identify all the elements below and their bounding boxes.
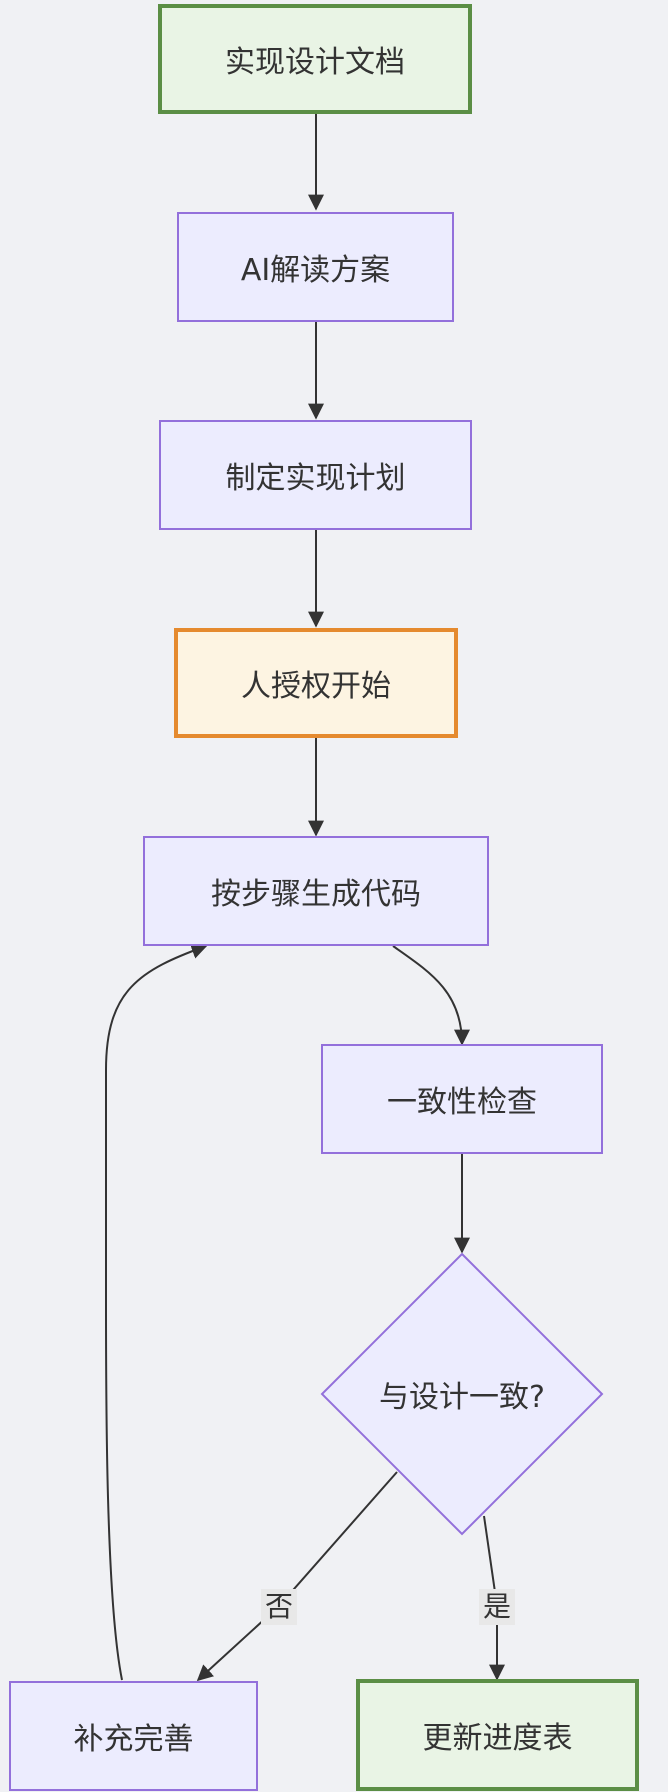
node-supplement[interactable]: 补充完善 <box>9 1681 258 1791</box>
node-generate-code-label: 按步骤生成代码 <box>211 877 421 912</box>
decision-diamond-shape <box>320 1252 604 1536</box>
node-consistency-check[interactable]: 一致性检查 <box>321 1044 603 1154</box>
node-ai-interpret[interactable]: AI解读方案 <box>177 212 454 322</box>
node-human-authorize[interactable]: 人授权开始 <box>174 628 458 738</box>
node-start-label: 实现设计文档 <box>225 45 405 80</box>
node-ai-interpret-label: AI解读方案 <box>240 253 391 288</box>
node-human-authorize-label: 人授权开始 <box>241 669 391 704</box>
edge-label-no: 否 <box>260 1589 298 1625</box>
node-update-progress[interactable]: 更新进度表 <box>356 1679 639 1791</box>
node-start[interactable]: 实现设计文档 <box>158 4 472 114</box>
node-consistency-check-label: 一致性检查 <box>387 1085 537 1120</box>
decision-label: 与设计一致? <box>379 1380 545 1415</box>
node-generate-code[interactable]: 按步骤生成代码 <box>143 836 489 946</box>
edge-n5-n6 <box>392 945 470 1046</box>
edge-n8-n5 <box>105 943 208 1681</box>
node-update-progress-label: 更新进度表 <box>422 1721 573 1756</box>
edge-label-yes: 是 <box>478 1589 516 1625</box>
node-make-plan-label: 制定实现计划 <box>225 461 406 496</box>
node-supplement-label: 补充完善 <box>73 1722 194 1757</box>
edge-n7-n8 <box>196 1471 398 1682</box>
node-make-plan[interactable]: 制定实现计划 <box>159 420 472 530</box>
